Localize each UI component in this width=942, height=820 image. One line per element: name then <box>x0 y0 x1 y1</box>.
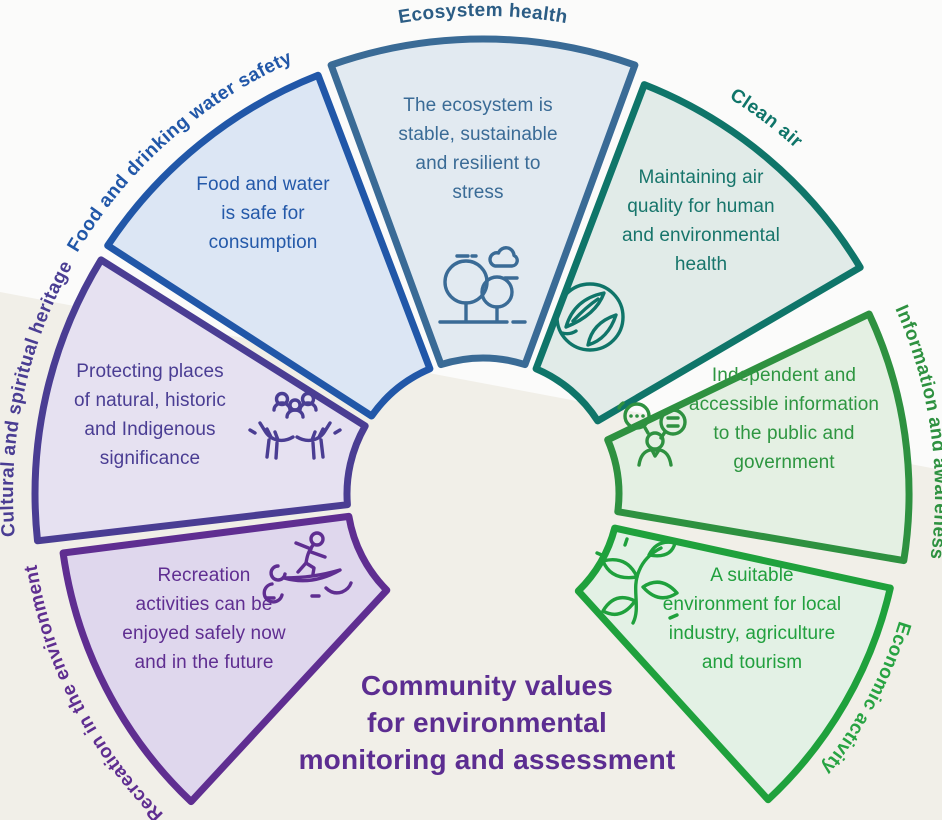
surfer-wave-icon <box>262 531 353 604</box>
segment-cultural-spiritual-heritage-wedge <box>31 256 369 545</box>
diagram-title: Community values for environmental monit… <box>298 670 676 775</box>
segment-information-awareness-wedge <box>604 310 913 565</box>
segment-clean-air-description: Maintaining air quality for human and en… <box>621 167 781 275</box>
speech-bubbles-person-icon <box>617 397 696 467</box>
segment-economic-activity-description: A suitable environment for local industr… <box>662 565 842 673</box>
segment-recreation-environment-description: Recreation activities can be enjoyed saf… <box>122 565 286 673</box>
plant-sprout-icon <box>595 537 679 625</box>
segment-information-awareness-description: Independent and accessible information t… <box>688 365 880 473</box>
segment-cultural-spiritual-heritage-description: Protecting places of natural, historic a… <box>74 361 226 469</box>
segment-food-water-safety-wedge <box>104 71 434 420</box>
segment-ecosystem-health-description: The ecosystem is stable, sustainable and… <box>398 95 558 203</box>
segment-food-water-safety-description: Food and water is safe for consumption <box>196 174 330 253</box>
globe-leaves-icon <box>555 282 625 352</box>
segment-ecosystem-health-wedge <box>327 35 639 369</box>
hands-people-icon <box>248 391 342 460</box>
trees-cloud-icon <box>438 246 527 324</box>
segment-recreation-environment-wedge <box>59 512 391 806</box>
